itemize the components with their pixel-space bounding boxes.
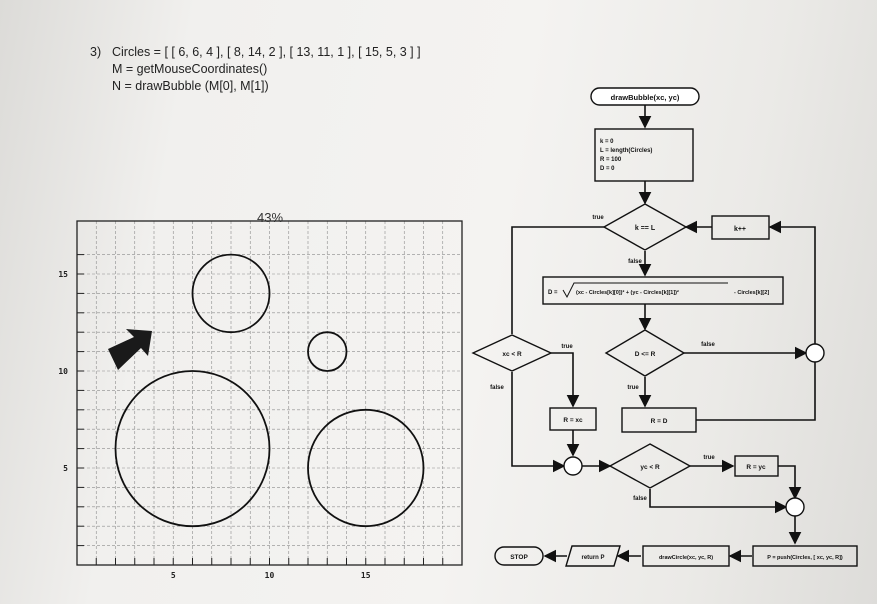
decision-d-le-r [604, 329, 686, 377]
mouse-pointer-icon [108, 329, 152, 370]
circle-3 [307, 331, 348, 372]
decision-k-equals-l [602, 203, 688, 251]
distance-box [542, 276, 784, 305]
decision-k-equals-l-label: k == L [635, 225, 656, 232]
y-tick-label: 15 [58, 270, 68, 279]
yc-less-r-true-label: true [703, 455, 715, 461]
decision-xc-less-r [471, 334, 553, 372]
junction-bottom [785, 497, 805, 517]
stop-terminal [494, 546, 544, 566]
distance-prefix: D = [548, 290, 558, 296]
distance-suffix: - Circles[k][2] [734, 290, 769, 296]
k-equals-l-false-label: false [628, 259, 642, 265]
decision-yc-less-r [608, 443, 692, 489]
stop-label: STOP [510, 554, 528, 561]
problem-statement: 3) Circles = [ [ 6, 6, 4 ], [ 8, 14, 2 ],… [90, 44, 421, 95]
init-box [594, 128, 694, 182]
y-tick-label: 10 [58, 367, 68, 376]
start-label: drawBubble(xc, yc) [611, 93, 680, 102]
sqrt-sign-icon [562, 282, 728, 299]
y-tick-label: 5 [63, 464, 68, 473]
circles-layer [114, 253, 425, 528]
push-label: P = push(Circles, [ xc, yc, R]) [767, 555, 843, 561]
plot-grid [77, 221, 462, 565]
x-axis-ticks: 5 10 15 [76, 558, 463, 580]
return-box [565, 545, 621, 567]
junction-right [805, 343, 825, 363]
xc-less-r-false-label: false [490, 385, 504, 391]
circle-1 [114, 370, 271, 528]
assign-r-xc-box [549, 407, 597, 431]
yc-less-r-false-label: false [633, 496, 647, 502]
d-le-r-true-label: true [627, 385, 639, 391]
mouse-coordinates-line: M = getMouseCoordinates() [112, 62, 268, 76]
circle-4 [307, 408, 425, 528]
init-k: k = 0 [600, 139, 614, 145]
assign-r-d-box [621, 407, 697, 433]
increment-label: k++ [734, 226, 746, 233]
increment-box [711, 215, 770, 240]
draw-circle-label: drawCircle(xc, yc, R) [659, 555, 713, 561]
draw-circle-box [642, 545, 730, 567]
assign-r-yc-box [734, 455, 779, 477]
percent-label: 43% [257, 210, 283, 225]
decision-yc-less-r-label: yc < R [640, 464, 660, 471]
init-l: L = length(Circles) [600, 148, 652, 154]
decision-xc-less-r-label: xc < R [502, 351, 522, 358]
k-equals-l-true-label: true [592, 215, 604, 221]
distance-expression: (xc - Circles[k][0])² + (yc - Circles[k]… [576, 289, 679, 296]
d-le-r-false-label: false [701, 342, 715, 348]
circles-definition: Circles = [ [ 6, 6, 4 ], [ 8, 14, 2 ], [… [112, 45, 421, 59]
return-label: return P [581, 555, 604, 561]
assign-r-yc-label: R = yc [746, 464, 766, 471]
x-tick-label: 5 [171, 571, 176, 580]
start-terminal [590, 87, 700, 106]
assign-r-d-label: R = D [651, 418, 668, 425]
x-tick-label: 10 [265, 571, 275, 580]
init-r: R = 100 [600, 157, 622, 163]
assign-r-xc-label: R = xc [563, 417, 583, 424]
circle-2 [191, 253, 271, 334]
init-d: D = 0 [600, 166, 615, 172]
y-axis-ticks: 15 10 5 [58, 254, 84, 566]
problem-number: 3) [90, 45, 102, 59]
decision-d-le-r-label: D <= R [635, 351, 656, 358]
xc-less-r-true-label: true [561, 344, 573, 350]
draw-bubble-call-line: N = drawBubble (M[0], M[1]) [112, 79, 269, 93]
x-tick-label: 15 [361, 571, 371, 580]
junction-left [563, 456, 583, 476]
push-box [752, 545, 858, 567]
